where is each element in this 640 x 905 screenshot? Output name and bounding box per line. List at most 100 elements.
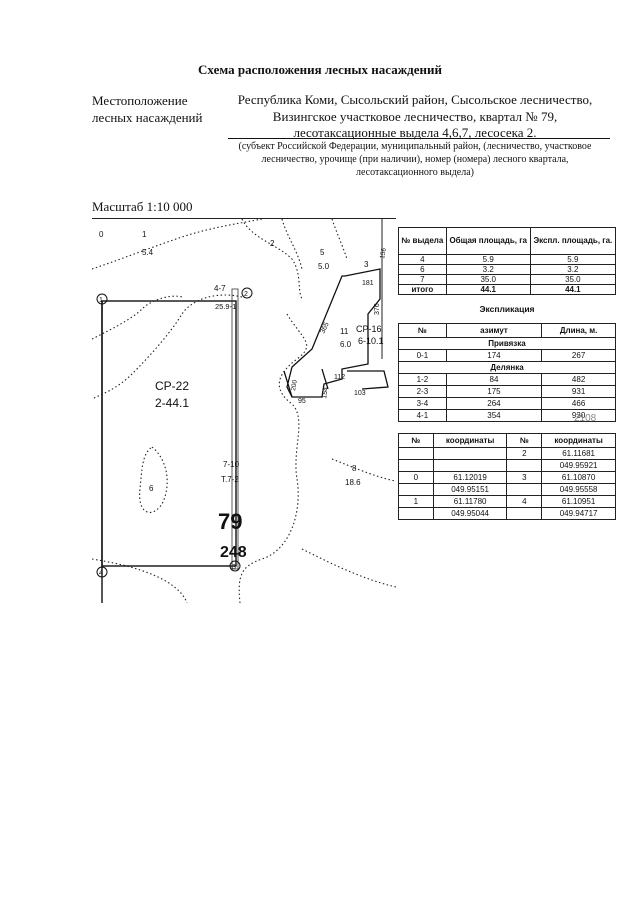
areas-cell: 3.2 bbox=[529, 264, 617, 275]
table-row: 2 61.11681 bbox=[398, 447, 616, 460]
explication-cell: 84 bbox=[445, 373, 543, 386]
location-note-line: (субъект Российской Федерации, муниципал… bbox=[238, 141, 592, 152]
areas-header: Общая площадь, га bbox=[445, 227, 531, 255]
block-7-10-sub: T.7-2 bbox=[221, 475, 239, 484]
table-row: 1-2 84 482 bbox=[398, 373, 616, 386]
table-row: 7 35.0 35.0 bbox=[398, 274, 617, 285]
areas-cell: 35.0 bbox=[529, 274, 617, 285]
handwritten-note: 2108 bbox=[574, 413, 597, 424]
coordinates-cell: 61.10870 bbox=[541, 471, 616, 484]
point-2-label: 2 bbox=[244, 291, 248, 298]
explication-section: Привязка bbox=[398, 337, 616, 350]
explication-cell: 930 bbox=[541, 409, 616, 422]
stand-1-label: 1 bbox=[142, 230, 147, 239]
stand-5-label: 5 bbox=[320, 248, 325, 257]
explication-cell: 175 bbox=[445, 385, 543, 398]
explication-cell: 466 bbox=[541, 397, 616, 410]
location-note: (субъект Российской Федерации, муниципал… bbox=[220, 140, 610, 179]
location-underline bbox=[228, 138, 610, 139]
location-note-line: лесотаксационного выдела) bbox=[355, 167, 474, 178]
coordinates-cell bbox=[432, 459, 508, 472]
coordinates-cell bbox=[398, 507, 434, 520]
table-row: 049.95151 049.95558 bbox=[398, 483, 616, 496]
table-row: 0-1 174 267 bbox=[398, 349, 616, 362]
coordinates-cell bbox=[506, 507, 543, 520]
coordinates-cell: 0 bbox=[398, 471, 434, 484]
table-row: 049.95921 bbox=[398, 459, 616, 472]
areas-cell: 3.2 bbox=[445, 264, 531, 275]
coordinates-header: № bbox=[398, 433, 434, 448]
cp22-sub: 2-44.1 bbox=[155, 396, 189, 410]
segment-376: 376 bbox=[374, 303, 381, 315]
cp16-label: CP-16 bbox=[356, 324, 382, 334]
forest-map-svg: 0 1 5.4 2 5 5.0 3 4-7 25.9-1 7-10 T.7-2 … bbox=[92, 219, 396, 603]
stand-8-label: 8 bbox=[352, 464, 357, 473]
coordinates-cell bbox=[506, 483, 543, 496]
explication-cell: 2-3 bbox=[398, 385, 447, 398]
areas-cell: 5.9 bbox=[445, 254, 531, 265]
explication-cell: 0-1 bbox=[398, 349, 447, 362]
areas-cell: 4 bbox=[398, 254, 447, 265]
stand-11-area: 6.0 bbox=[340, 340, 352, 349]
document-title: Схема расположения лесных насаждений bbox=[198, 62, 442, 77]
segment-95: 95 bbox=[298, 398, 306, 405]
explication-cell: 482 bbox=[541, 373, 616, 386]
explication-cell: 3-4 bbox=[398, 397, 447, 410]
plot-boundary bbox=[101, 300, 237, 603]
coordinates-cell bbox=[398, 483, 434, 496]
segment-156: 156 bbox=[379, 247, 388, 259]
coordinates-cell bbox=[432, 447, 508, 460]
segment-112: 112 bbox=[334, 374, 345, 381]
areas-table: № выдела Общая площадь, га Экспл. площад… bbox=[398, 227, 617, 295]
point-4-marker bbox=[96, 566, 108, 578]
areas-total-row: итого 44.1 44.1 bbox=[398, 284, 617, 295]
stand-boundaries bbox=[92, 219, 396, 603]
coordinates-cell bbox=[398, 459, 434, 472]
explication-cell: 267 bbox=[541, 349, 616, 362]
explication-header: Длина, м. bbox=[541, 323, 616, 338]
segment-103: 103 bbox=[354, 390, 366, 397]
coordinates-header: координаты bbox=[541, 433, 616, 448]
stand-2-label: 2 bbox=[270, 239, 275, 248]
explication-section: Делянка bbox=[398, 361, 616, 374]
coordinates-cell: 61.11681 bbox=[541, 447, 616, 460]
areas-total-cell: 44.1 bbox=[529, 284, 617, 295]
map-labels: 0 1 5.4 2 5 5.0 3 4-7 25.9-1 7-10 T.7-2 … bbox=[99, 230, 388, 577]
coordinates-cell: 4 bbox=[506, 495, 543, 508]
coordinates-table: № координаты № координаты 2 61.11681 049… bbox=[398, 433, 616, 520]
location-label-line: Местоположение bbox=[92, 93, 188, 108]
coordinates-cell bbox=[398, 447, 434, 460]
stand-0-label: 0 bbox=[99, 230, 104, 239]
forest-map: 0 1 5.4 2 5 5.0 3 4-7 25.9-1 7-10 T.7-2 … bbox=[92, 218, 396, 603]
point-1-label: 1 bbox=[99, 297, 103, 304]
quarter-number: 79 bbox=[218, 509, 242, 534]
areas-cell: 35.0 bbox=[445, 274, 531, 285]
quarter-outline bbox=[231, 288, 239, 570]
block-4-7-label: 4-7 bbox=[214, 284, 226, 293]
table-row: 2-3 175 931 bbox=[398, 385, 616, 398]
table-row: 4 5.9 5.9 bbox=[398, 254, 617, 265]
table-row: 6 3.2 3.2 bbox=[398, 264, 617, 275]
point-2-marker bbox=[241, 287, 253, 299]
explication-cell: 4-1 bbox=[398, 409, 447, 422]
coordinates-cell: 3 bbox=[506, 471, 543, 484]
areas-cell: 6 bbox=[398, 264, 447, 275]
table-row: 3-4 264 466 bbox=[398, 397, 616, 410]
explication-title: Экспликация bbox=[479, 304, 535, 314]
explication-table: № азимут Длина, м. Привязка 0-1 174 267 … bbox=[398, 323, 616, 422]
stand-1-area: 5.4 bbox=[142, 248, 154, 257]
coordinates-cell bbox=[506, 459, 543, 472]
areas-total-cell: 44.1 bbox=[445, 284, 531, 295]
location-value-line: лесотаксационные выдела 4,6,7, лесосека … bbox=[293, 125, 537, 140]
coordinates-cell: 049.95921 bbox=[541, 459, 616, 472]
explication-cell: 174 bbox=[445, 349, 543, 362]
areas-cell: 5.9 bbox=[529, 254, 617, 265]
table-row: 0 61.12019 3 61.10870 bbox=[398, 471, 616, 484]
coordinates-cell: 61.10951 bbox=[541, 495, 616, 508]
coordinates-cell: 61.11780 bbox=[432, 495, 508, 508]
segment-181: 181 bbox=[362, 280, 374, 287]
explication-cell: 354 bbox=[445, 409, 543, 422]
location-value-line: Визингское участковое лесничество, кварт… bbox=[272, 108, 558, 124]
explication-cell: 1-2 bbox=[398, 373, 447, 386]
coordinates-cell: 61.12019 bbox=[432, 471, 508, 484]
